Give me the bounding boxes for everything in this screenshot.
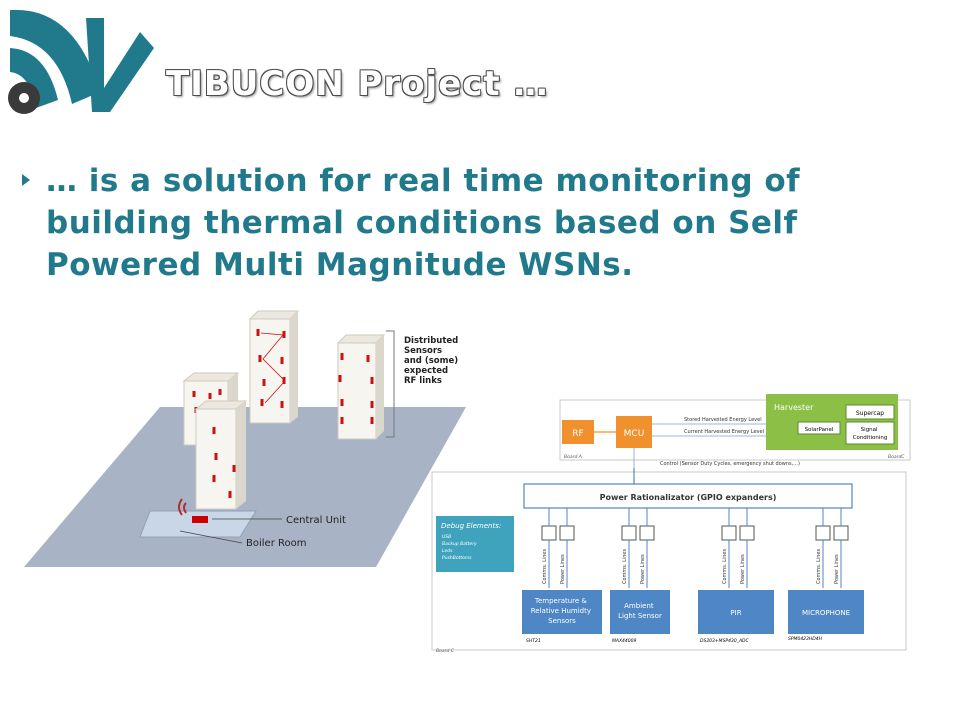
svg-text:MICROPHONE: MICROPHONE <box>802 609 850 617</box>
logo <box>8 9 154 114</box>
boiler-room-slab <box>139 510 257 538</box>
supercap-label: Supercap <box>856 410 884 417</box>
power-rationalizer-bus <box>523 483 853 509</box>
svg-text:Comms. Lines: Comms. Lines <box>722 549 728 584</box>
board-c-label: Board C <box>436 648 455 654</box>
debug-title: Debug Elements: <box>441 522 501 530</box>
logo-v-shape <box>86 18 154 112</box>
svg-text:Comms. Lines: Comms. Lines <box>542 549 548 584</box>
slide-title: TIBUCON Project … <box>166 64 549 104</box>
building-tower-3 <box>194 400 248 510</box>
svg-text:Power Lines: Power Lines <box>834 554 840 584</box>
power-rationalizer-label: Power Rationalizator (GPIO expanders) <box>600 493 777 502</box>
svg-text:Ambient Light Sensor: Ambient Light Sensor <box>618 602 662 620</box>
harvester-title: Harvester <box>774 403 814 412</box>
svg-text:Power Lines: Power Lines <box>560 554 566 584</box>
building-tower-4 <box>336 334 386 440</box>
sensor-block-ambient-light <box>610 590 670 634</box>
sensor-column-3: Comms. Lines Power Lines PIR DS203+MSP43… <box>698 508 774 644</box>
mcu-label: MCU <box>624 429 645 439</box>
part-label-ds203: DS203+MSP430_ADC <box>700 638 750 644</box>
boiler-room-label: Boiler Room <box>246 538 306 549</box>
board-b-label: BoardC <box>888 454 905 460</box>
bullet-text: … is a solution for real time monitoring… <box>46 163 801 283</box>
current-energy-label: Current Harvested Energy Level <box>684 429 764 435</box>
debug-elements-block <box>436 516 514 572</box>
supercap-block <box>845 404 895 420</box>
board-a-label: Board A <box>564 454 582 460</box>
architecture-diagram: RF MCU Board A Stored Harvested Energy L… <box>431 394 911 654</box>
sensor-column-1: Comms. Lines Power Lines Temperature & R… <box>522 508 602 644</box>
building-tower-2 <box>248 310 300 424</box>
signal-conditioning-block <box>845 421 895 445</box>
part-label-sht21: SHT21 <box>526 638 541 644</box>
svg-text:Power Lines: Power Lines <box>640 554 646 584</box>
mcu-block <box>616 416 652 448</box>
central-unit-label: Central Unit <box>286 515 346 526</box>
part-label-spm0423: SPM0423HD4H <box>788 636 823 642</box>
bullet-arrow-icon <box>22 174 30 186</box>
sensor-block-pir <box>698 590 774 634</box>
sensor-block-microphone <box>788 590 864 634</box>
stored-energy-label: Stored Harvested Energy Level <box>684 417 762 423</box>
logo-arc-outer <box>10 9 100 105</box>
svg-text:PIR: PIR <box>730 609 741 617</box>
sensor-column-4: Comms. Lines Power Lines MICROPHONE SPM0… <box>788 508 864 642</box>
rf-label: RF <box>572 429 583 439</box>
sensor-column-2: Comms. Lines Power Lines Ambient Light S… <box>610 508 670 644</box>
debug-items: USB Backup Battery Leds PushBottoms <box>442 534 478 561</box>
svg-text:Power Lines: Power Lines <box>740 554 746 584</box>
svg-text:Comms. Lines: Comms. Lines <box>816 549 822 584</box>
building-diagram: Distributed Sensors and (some) expected … <box>24 310 466 567</box>
signal-conditioning-label: Signal Conditioning <box>853 427 888 441</box>
control-label: Control (Sensor Duty Cycles, emergency s… <box>660 461 800 467</box>
solar-panel-label: SolarPanel <box>805 427 834 433</box>
part-label-max44009: MAX44009 <box>612 638 636 644</box>
svg-text:Comms. Lines: Comms. Lines <box>622 549 628 584</box>
rf-block <box>562 420 594 444</box>
logo-arc-inner <box>10 48 58 108</box>
sensors-note: Distributed Sensors and (some) expected … <box>404 336 461 386</box>
central-unit-device <box>192 516 208 523</box>
svg-text:Temperature & Relative H: Temperature & Relative Humidty Sensors <box>531 597 593 625</box>
solar-panel-block <box>797 421 841 435</box>
sensor-block-temperature <box>522 590 602 634</box>
